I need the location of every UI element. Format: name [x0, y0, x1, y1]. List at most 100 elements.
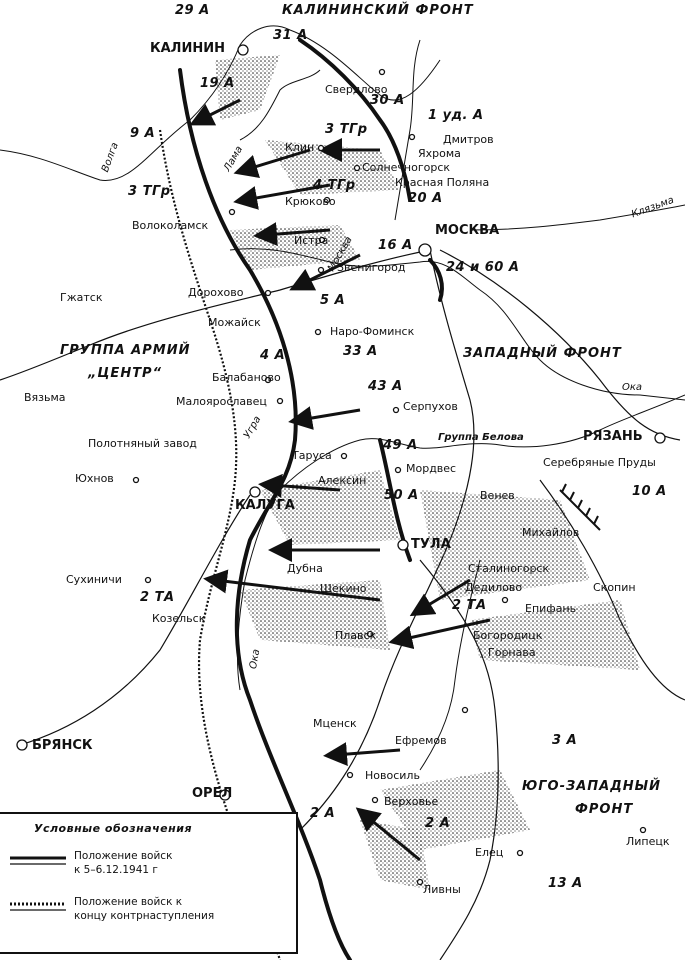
dorokhovo-label: Дорохово	[188, 286, 244, 299]
army-19-label: 19 А	[200, 76, 235, 91]
dedilovo-label: Дедилово	[465, 581, 523, 594]
army-33-label: 33 А	[343, 344, 378, 359]
arrow-novosil	[355, 807, 421, 862]
army-2-label: 2 А	[425, 816, 451, 831]
army-29-label: 29 А	[175, 3, 210, 18]
area-kaluga	[260, 470, 400, 545]
sukhinichi-label: Сухиничи	[66, 573, 122, 586]
orel-marker	[219, 789, 231, 801]
moscow-label: МОСКВА	[435, 223, 500, 238]
legend-title: Условные обозначения	[34, 822, 193, 835]
bryansk-label: БРЯНСК	[32, 738, 93, 753]
gzhatsk-label: Гжатск	[60, 291, 103, 304]
attack-arrows	[189, 98, 491, 862]
army-31-label: 31 А	[273, 28, 308, 43]
venev-label: Венев	[480, 489, 515, 502]
arrow-zvenigorod	[289, 253, 361, 291]
klyazma-river	[469, 204, 685, 231]
western-front-label: ЗАПАДНЫЙ ФРОНТ	[463, 346, 622, 361]
southwestern-front-label-1: ЮГО-ЗАПАДНЫЙ	[522, 779, 662, 794]
legend-symbol-end-counteroffensive	[10, 902, 66, 911]
zvenigorod-label: Звенигород	[337, 261, 406, 274]
skopin-label: Скопин	[593, 581, 636, 594]
ryazan-marker	[654, 432, 666, 444]
army-20-label: 20 А	[408, 191, 443, 206]
tributary-north	[394, 39, 421, 221]
yakhroma-label: Яхрома	[418, 147, 461, 160]
army-16-label: 16 А	[378, 238, 413, 253]
area-tula	[420, 490, 590, 600]
stalinogorsk-label: Сталиногорск	[468, 562, 550, 575]
legend-item2-line1: Положение войск к	[74, 896, 183, 908]
mikhailov-label: Михайлов	[522, 526, 580, 539]
map-legend: Условные обозначения Положение войск к 5…	[0, 812, 298, 954]
area-livny	[360, 820, 430, 890]
ryazan-label: РЯЗАНЬ	[583, 429, 643, 444]
serpukhov-label: Серпухов	[403, 400, 458, 413]
naro-fominsk-label: Наро-Фоминск	[330, 325, 415, 338]
kaluga-label: КАЛУГА	[235, 498, 295, 513]
army-group-label-1: ГРУППА АРМИЙ	[60, 343, 191, 358]
orel-label: ОРЕЛ	[192, 786, 233, 801]
tula-label: ТУЛА	[411, 537, 451, 552]
legend-item1-line1: Положение войск	[74, 850, 173, 862]
arrow-kalinin	[189, 98, 241, 126]
mtsensk-label: Мценск	[313, 717, 357, 730]
kalinin-front-label: КАЛИНИНСКИЙ ФРОНТ	[282, 3, 474, 18]
army-49-label: 49 А	[383, 438, 418, 453]
efremov-label: Ефремов	[395, 734, 447, 747]
railway-moscow-west	[0, 249, 431, 381]
elets-label: Елец	[475, 846, 504, 859]
plavsk-label: Плавск	[335, 629, 377, 642]
kalinin-marker	[237, 44, 249, 56]
army-10-label: 10 А	[632, 484, 667, 499]
army-2ta-east-label: 2 ТА	[452, 598, 487, 613]
arrow-mtsensk	[323, 742, 401, 767]
arrow-istra	[253, 222, 331, 247]
army-4-label: 4 А	[260, 348, 286, 363]
balabanovo-label: Балабаново	[212, 371, 281, 384]
army-1ud-label: 1 уд. А	[428, 108, 484, 123]
mordves-label: Мордвес	[406, 462, 457, 475]
arrow-plavsk	[203, 569, 381, 602]
yukhnov-label: Юхнов	[75, 472, 114, 485]
army-group-label-2: „ЦЕНТР“	[88, 366, 162, 381]
dubna-label: Дубна	[287, 562, 323, 575]
dmitrov-label: Дмитров	[443, 133, 494, 146]
serebryanye-prudy-label: Серебряные Пруды	[543, 456, 656, 469]
kozelsk-label: Козельск	[152, 612, 206, 625]
legend-symbol-dec-1941	[10, 856, 66, 865]
verkhovye-label: Верховье	[384, 795, 439, 808]
army-9-label: 9 А	[130, 126, 156, 141]
tgr4-label: 4 ТГр	[313, 178, 356, 193]
southwestern-front-label-2: ФРОНТ	[575, 802, 634, 817]
army-3-label: 3 А	[552, 733, 578, 748]
railway-ryazan	[439, 249, 681, 441]
kaluga-marker	[249, 486, 261, 498]
city-markers	[16, 44, 666, 886]
sverdlovo-label: Свердлово	[325, 83, 388, 96]
bryansk-marker	[16, 739, 28, 751]
volokolamsk-label: Волоколамск	[132, 219, 209, 232]
kryukovo-label: Крюково	[285, 195, 336, 208]
istra-label: Истра	[294, 234, 329, 247]
area-gornava	[470, 600, 640, 670]
tgr3-west-label: 3 ТГр	[128, 184, 171, 199]
novosil-label: Новосиль	[365, 769, 420, 782]
gornava-label: Горнава	[488, 646, 536, 659]
army-2ta-west-label: 2 ТА	[140, 590, 175, 605]
army-50-label: 50 А	[384, 488, 419, 503]
mozhaisk-label: Можайск	[208, 316, 261, 329]
arrow-kryukovo	[233, 183, 331, 210]
livny-label: Ливны	[423, 883, 461, 896]
group-belov-label: Группа Белова	[438, 432, 524, 443]
aleksin-label: Алексин	[318, 474, 367, 487]
klin-label: Клин	[285, 141, 315, 154]
moscow-marker	[418, 243, 432, 257]
kalinin-label: КАЛИНИН	[150, 41, 226, 56]
arrow-aleksin	[258, 473, 341, 498]
railway-kaluga-bryansk	[19, 494, 251, 746]
oka-river-label: Ока	[622, 382, 643, 393]
bogoroditsk-label: Богородицк	[473, 629, 543, 642]
